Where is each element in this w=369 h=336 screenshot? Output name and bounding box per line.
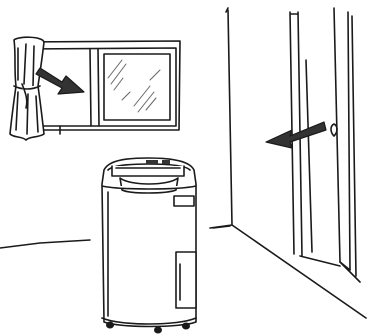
- door-arrow: [266, 122, 326, 148]
- door-icon: [290, 8, 360, 282]
- window-arrow: [36, 68, 84, 94]
- arrow-icon: [36, 68, 326, 148]
- dehumidifier-icon: [102, 158, 196, 327]
- curtain-icon: [10, 37, 44, 140]
- glass-reflection: [108, 60, 160, 112]
